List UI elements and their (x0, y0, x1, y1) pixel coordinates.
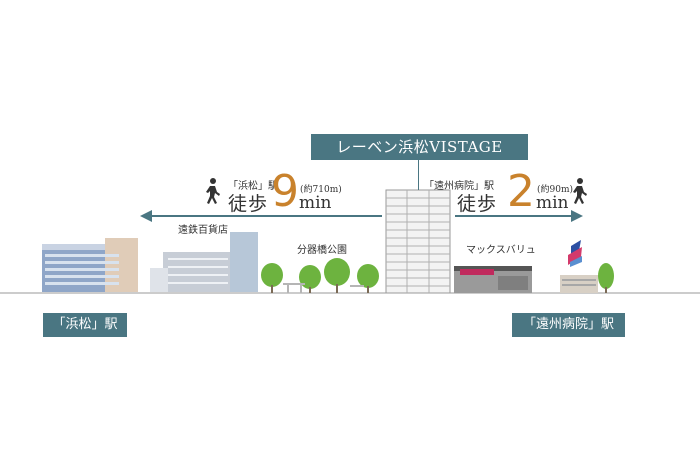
left-route-distance: (約710m) (300, 185, 342, 195)
park-trees (261, 258, 379, 293)
title-pointer (418, 160, 419, 190)
enshu-department-store (150, 232, 258, 292)
hospital-tree (598, 263, 614, 293)
right-route-walk: 徒歩 (457, 193, 498, 215)
walking-person-icon (573, 178, 587, 204)
hospital-logo-icon (568, 240, 582, 267)
right-route-unit: min (536, 193, 569, 213)
left-arrow (140, 210, 382, 222)
leben-vistage-tower (385, 189, 451, 294)
label-enshu-department-store: 遠鉄百貨店 (178, 225, 228, 236)
left-route-minutes: 9 (271, 166, 299, 217)
page-title: レーベン浜松VISTAGE (311, 134, 528, 160)
left-route-walk: 徒歩 (228, 193, 269, 215)
walking-person-icon (206, 178, 220, 204)
enshu-hospital-building (560, 275, 598, 293)
park-playground (283, 283, 364, 293)
left-route-unit: min (299, 193, 332, 213)
label-maxvalu: マックスバリュ (466, 245, 536, 256)
station-label-hamamatsu: 「浜松」駅 (43, 313, 127, 337)
label-park: 分器橋公園 (297, 245, 347, 256)
right-route-minutes: 2 (507, 166, 535, 217)
right-arrow (455, 210, 583, 222)
right-route-station: 「遠州病院」駅 (424, 181, 494, 192)
station-label-enshu-hospital: 「遠州病院」駅 (512, 313, 625, 337)
left-route-station: 「浜松」駅 (228, 181, 278, 192)
right-route-distance: (約90m) (537, 185, 574, 195)
maxvalu-building (454, 266, 532, 293)
hamamatsu-station-building (42, 238, 138, 292)
